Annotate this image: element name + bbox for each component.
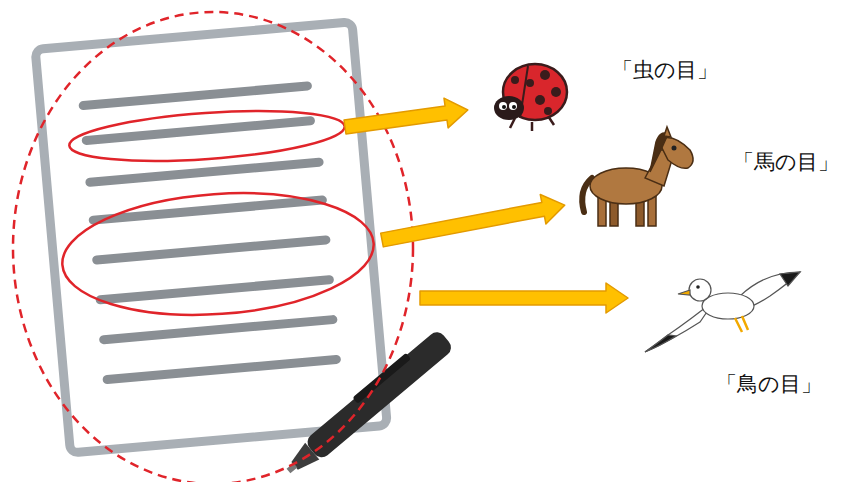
horse-eye [672, 146, 677, 151]
ladybug-head [494, 96, 524, 120]
ladybug-spot [551, 87, 561, 97]
eye-label: 「馬の目」 [733, 150, 839, 175]
gull-wingtip [645, 335, 676, 352]
gull-head [689, 279, 711, 301]
gull-feet [735, 316, 748, 332]
horse-icon [582, 127, 693, 226]
ladybug-spot [535, 95, 545, 105]
block-arrow [379, 190, 567, 254]
ladybug-eye [509, 102, 517, 110]
eye-label: 「鳥の目」 [716, 372, 822, 397]
horse-mane [650, 133, 668, 172]
block-arrow [420, 283, 628, 313]
seagull-icon [645, 272, 800, 352]
text-line [90, 162, 319, 182]
ladybug-icon [494, 64, 567, 131]
gull-eye [696, 285, 700, 289]
section-ellipse [58, 183, 378, 324]
ladybug-spot [540, 70, 550, 80]
eye-label: 「虫の目」 [612, 58, 718, 83]
ladybug-pupil [512, 105, 516, 109]
text-line [83, 86, 307, 106]
pen-clip [352, 353, 411, 404]
text-lines [83, 86, 336, 380]
gull-wingtip [780, 272, 800, 286]
block-arrows [343, 95, 628, 313]
ladybug-eye [499, 102, 507, 110]
whole-view-ellipse [13, 12, 413, 482]
detail-ellipse [68, 103, 347, 168]
sheet-outline [35, 22, 387, 453]
text-line [104, 320, 333, 340]
text-line [107, 359, 336, 379]
gull-beak [678, 290, 690, 295]
ladybug-leg [531, 122, 534, 131]
gull-body [702, 293, 754, 319]
ladybug-pupil [502, 105, 506, 109]
text-line [97, 240, 326, 260]
text-line [100, 280, 329, 300]
block-arrow [343, 95, 470, 142]
document-sheet [35, 22, 387, 453]
horse-ear [664, 127, 671, 137]
ladybug-spot [544, 107, 552, 115]
ladybug-spot [526, 79, 534, 87]
ladybug-spot [511, 76, 519, 84]
